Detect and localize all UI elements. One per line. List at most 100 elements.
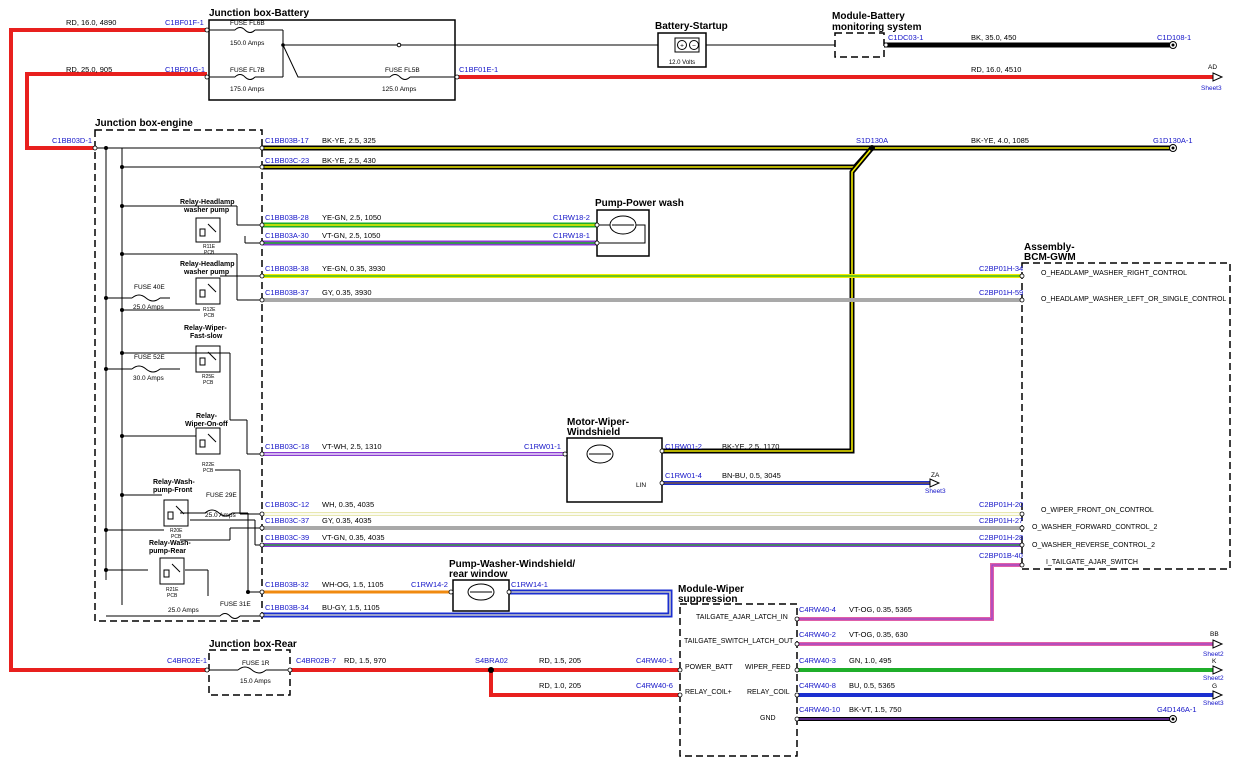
connector-label: C1RW18-1 <box>553 231 590 240</box>
connector-label: C1BB03C-39 <box>265 533 309 542</box>
relay-r11e-icon <box>195 217 221 243</box>
module-wiper-suppression[interactable] <box>679 603 798 757</box>
connector-label: C1BF01G-1 <box>165 65 205 74</box>
connector-label: C1D108-1 <box>1157 33 1191 42</box>
bcm-pin-label: O_WIPER_FRONT_ON_CONTROL <box>1041 507 1154 514</box>
pump-washer-windshield-rear[interactable] <box>452 579 510 612</box>
offpage-ad-sheet[interactable]: Sheet3 <box>1201 85 1222 92</box>
wire-label: RD, 25.0, 905 <box>66 65 112 74</box>
fuse-fl7b-icon <box>234 74 256 80</box>
connector-pins <box>92 27 1025 722</box>
connector-label: C2BP01H-27 <box>979 516 1023 525</box>
fuse-40e-icon <box>131 294 161 302</box>
connector-label: C1BB03B-28 <box>265 213 309 222</box>
mws-pin-label: RELAY_COIL <box>747 689 790 696</box>
fuse-fl5b-label: FUSE FL5B <box>385 67 420 74</box>
connector-label: C2BP01H-28 <box>979 533 1023 542</box>
bcm-pin-label: O_HEADLAMP_WASHER_LEFT_OR_SINGLE_CONTROL <box>1041 296 1226 303</box>
connector-label: C4RW40-10 <box>799 705 840 714</box>
connector-label: C1BB03B-34 <box>265 603 309 612</box>
fuse-40e-amps: 25.0 Amps <box>133 304 164 311</box>
relay-r25e-pcb: PCB <box>203 380 214 386</box>
fuse-52e-amps: 30.0 Amps <box>133 375 164 382</box>
wire-label: BK-YE, 2.5, 1170 <box>722 442 779 451</box>
ground-icon-g4d146a <box>1169 715 1177 723</box>
mws-pin-label: TAILGATE_SWITCH_LATCH_OUT <box>684 638 794 645</box>
wire-red-battery-engine[interactable] <box>25 72 207 150</box>
bcm-pin-label: I_TAILGATE_AJAR_SWITCH <box>1046 559 1138 566</box>
assembly-bcm-gwm[interactable] <box>1021 262 1231 570</box>
title-bms-2: monitoring system <box>832 22 922 33</box>
junction-box-rear[interactable] <box>208 649 291 696</box>
connector-label: C4BR02E-1 <box>167 656 207 665</box>
fuse-40e-label: FUSE 40E <box>134 284 165 291</box>
relay-r22e-name-1: Relay- <box>196 413 218 420</box>
wiper-motor-icon <box>586 444 614 464</box>
offpage-za-sheet[interactable]: Sheet3 <box>925 488 946 495</box>
offpage-bb-label[interactable]: BB <box>1210 631 1219 638</box>
connector-label: G1D130A-1 <box>1153 136 1193 145</box>
wire-label: RD, 1.0, 205 <box>539 681 581 690</box>
svg-text:+: + <box>680 43 684 50</box>
pump-power-wash[interactable] <box>596 209 650 257</box>
connector-label: S4BRA02 <box>475 656 508 665</box>
fuse-29e-icon <box>204 509 233 517</box>
wire-label: YE-GN, 0.35, 3930 <box>322 264 385 273</box>
connector-label: C1BB03C-18 <box>265 442 309 451</box>
wire-label: BU-GY, 1.5, 1105 <box>322 603 380 612</box>
fuse-fl7b-amps: 175.0 Amps <box>230 86 265 93</box>
junction-box-engine[interactable] <box>94 129 263 622</box>
connector-label: C1DC03-1 <box>888 33 923 42</box>
relay-r22e-pcb: PCB <box>203 468 214 474</box>
relay-r22e-icon <box>195 427 221 455</box>
wire-label: BK, 35.0, 450 <box>971 33 1016 42</box>
offpage-g-sheet[interactable]: Sheet3 <box>1203 700 1224 707</box>
relay-r12e-id: R12E <box>203 307 216 313</box>
junction-box-battery[interactable] <box>208 19 456 101</box>
wire-rd-1-205[interactable] <box>489 670 680 697</box>
wire-red-battery-rear[interactable] <box>9 28 209 672</box>
battery-volts: 12.0 Volts <box>669 60 695 66</box>
ground-icon-g1d130a <box>1169 144 1177 152</box>
relay-r12e-icon <box>195 277 221 305</box>
battery-startup[interactable] <box>657 32 707 68</box>
relay-r20e-name-1: Relay-Wash- <box>153 479 195 486</box>
offpage-g-label[interactable]: G <box>1212 683 1217 690</box>
bcm-pin-label: O_WASHER_FORWARD_CONTROL_2 <box>1032 524 1157 531</box>
connector-label: C1RW14-2 <box>411 580 448 589</box>
offpage-bb-sheet[interactable]: Sheet2 <box>1203 651 1224 658</box>
connector-label: C2BP01B-40 <box>979 551 1023 560</box>
wire-label: BK-YE, 2.5, 325 <box>322 136 376 145</box>
connector-label: C1BB03C-12 <box>265 500 309 509</box>
title-motor-1: Motor-Wiper- <box>567 417 629 428</box>
wire-label: WH-OG, 1.5, 1105 <box>322 580 384 589</box>
connector-label: C1BF01E-1 <box>459 65 498 74</box>
relay-r20e-icon <box>163 499 189 527</box>
fuse-1r-label: FUSE 1R <box>242 660 270 667</box>
wire-label: YE-GN, 2.5, 1050 <box>322 213 381 222</box>
offpage-k-label[interactable]: K <box>1212 658 1217 665</box>
connector-label: S1D130A <box>856 136 888 145</box>
relay-r20e-id: R20E <box>170 528 183 534</box>
relay-r20e-name-2: pump-Front <box>153 487 193 494</box>
connector-label: C4RW40-2 <box>799 630 836 639</box>
title-pump-wwr-1: Pump-Washer-Windshield/ <box>449 559 575 570</box>
offpage-za-label[interactable]: ZA <box>931 472 940 479</box>
connector-label: C1RW01-4 <box>665 471 702 480</box>
offpage-k-sheet[interactable]: Sheet2 <box>1203 675 1224 682</box>
wire-label: BN-BU, 0.5, 3045 <box>722 471 781 480</box>
motor-wiper-windshield[interactable] <box>566 437 663 503</box>
relay-r22e-name-2: Wiper-On-off <box>185 421 228 428</box>
wire-label: GY, 0.35, 3930 <box>322 288 372 297</box>
wire-label: GY, 0.35, 4035 <box>322 516 372 525</box>
mws-pin-label: WIPER_FEED <box>745 664 791 671</box>
fuse-52e-icon <box>131 365 161 373</box>
mws-pin-label: GND <box>760 715 776 722</box>
fuse-fl6b-label: FUSE FL6B <box>230 20 265 27</box>
wire-label: BK-VT, 1.5, 750 <box>849 705 902 714</box>
module-battery-monitoring[interactable] <box>834 32 885 58</box>
offpage-ad-label[interactable]: AD <box>1208 64 1217 71</box>
connector-label: C4RW40-3 <box>799 656 836 665</box>
title-junction-box-battery: Junction box-Battery <box>209 8 309 19</box>
fuse-fl5b-amps: 125.0 Amps <box>382 86 417 93</box>
